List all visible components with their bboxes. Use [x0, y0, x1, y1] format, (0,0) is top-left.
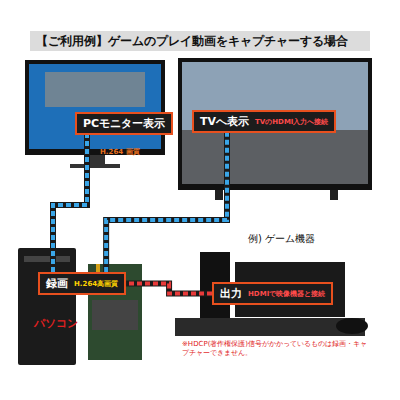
- note-label: ※HDCP(著作権保護)信号がかかっているものは録画・キャプチャーできません。: [182, 340, 368, 358]
- box-note: H.264高画質: [74, 279, 118, 289]
- monitor-base: [70, 164, 120, 168]
- card-chip: [92, 300, 138, 330]
- box-title: PCモニター表示: [83, 116, 165, 131]
- tv-leg: [330, 190, 338, 200]
- label-box: 録画 H.264高画質: [38, 272, 126, 295]
- label-box: 出力 HDMIで映像機器と接続: [212, 282, 333, 305]
- cable-stripe: [53, 135, 87, 272]
- tv-leg: [215, 190, 223, 200]
- box-title: 録画: [46, 276, 68, 291]
- box-title: TVへ表示: [200, 114, 249, 129]
- label-box: PCモニター表示: [75, 112, 173, 135]
- note-label: 例) ゲーム機器: [248, 232, 315, 246]
- header-band: 【ご利用例】ゲームのプレイ動画をキャプチャーする場合: [30, 31, 370, 51]
- box-title: 出力: [220, 286, 242, 301]
- monitor-screen: [29, 64, 161, 149]
- note-label: パソコン: [34, 316, 78, 331]
- box-note: HDMIで映像機器と接続: [248, 289, 325, 299]
- controller: [336, 318, 368, 334]
- cable-body: [53, 135, 87, 272]
- cable-body: [126, 284, 212, 294]
- monitor-window: [45, 72, 145, 107]
- note-label: H.264 画質: [100, 147, 140, 157]
- box-note: TVのHDMI入力へ接続: [255, 117, 328, 127]
- hdmi-cable: [126, 284, 212, 294]
- drive-bay: [24, 256, 70, 262]
- label-box: TVへ表示 TVのHDMI入力へ接続: [192, 110, 336, 133]
- card-port: [96, 264, 100, 272]
- cable-stripe: [126, 284, 212, 294]
- monitor-frame: [25, 60, 165, 155]
- hdmi-cable: [53, 135, 87, 272]
- tv-frame: [178, 58, 372, 190]
- pc-tower: [18, 248, 76, 365]
- tv-screen: [182, 62, 368, 184]
- tv-road: [182, 130, 368, 184]
